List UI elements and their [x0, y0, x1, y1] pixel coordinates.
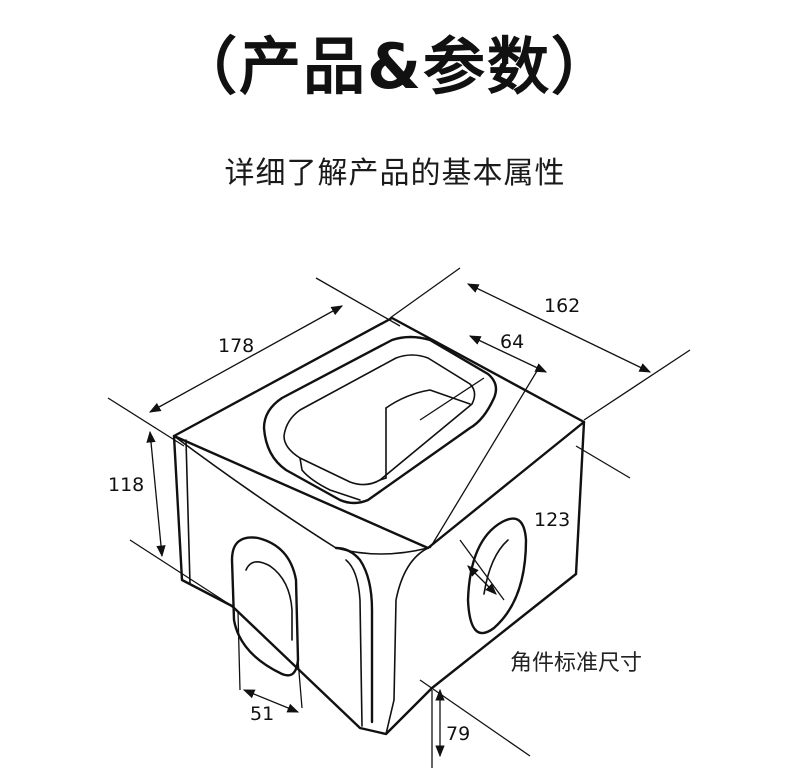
dim-top-hole-label: 64 [500, 331, 524, 353]
dim-width-label: 162 [544, 295, 580, 317]
top-opening [262, 335, 498, 505]
dim-height-label: 118 [108, 474, 144, 496]
dim-base-label: 79 [446, 723, 470, 745]
dim-side-hole-label: 123 [534, 509, 570, 531]
front-hole [230, 536, 300, 677]
page-subtitle: 详细了解产品的基本属性 [224, 156, 566, 191]
dim-front-hole-label: 51 [250, 703, 274, 725]
dim-length-label: 178 [218, 335, 254, 357]
extension-lines [107, 267, 691, 768]
page-title: （产品&参数） [174, 30, 616, 103]
dimension-arrows [146, 283, 652, 758]
side-hole [466, 517, 528, 635]
diagram-caption: 角件标准尺寸 [510, 651, 642, 676]
